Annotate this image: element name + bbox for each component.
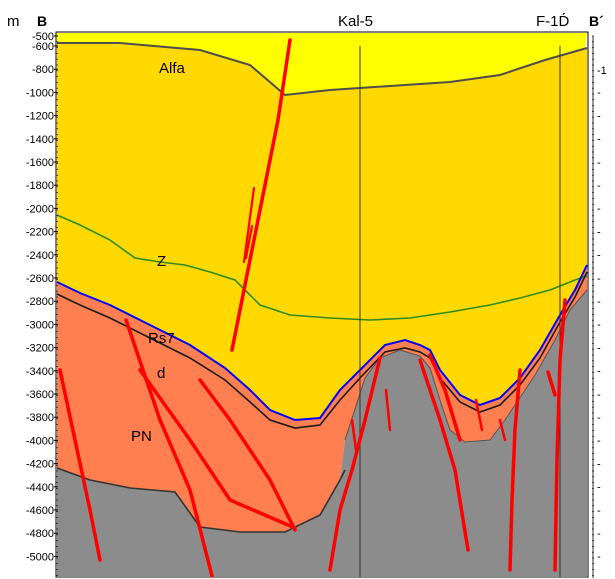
right-depth-tick-label: - — [597, 482, 601, 494]
fault-arrow-mid — [350, 388, 507, 452]
right-depth-tick-label: - — [597, 528, 601, 540]
section-start-label: B — [37, 13, 47, 29]
fault-left-2 — [58, 368, 102, 562]
depth-tick-label: -2000 — [26, 203, 54, 215]
depth-tick-label: -3200 — [26, 343, 54, 355]
depth-tick-label: -3000 — [26, 319, 54, 331]
depth-tick-label: -800 — [32, 64, 54, 76]
right-depth-tick-label: - — [597, 342, 601, 354]
depth-tick-label: -5000 — [26, 551, 54, 563]
fault-left-4 — [198, 378, 297, 532]
pn-horizon — [56, 467, 346, 533]
depth-tick-label: -1600 — [26, 157, 54, 169]
right-depth-tick-label: - — [597, 319, 601, 331]
depth-tick-label: -3400 — [26, 366, 54, 378]
fault-left-1 — [124, 318, 214, 578]
right-depth-tick-label: - — [597, 157, 601, 169]
depth-tick-label: -2200 — [26, 227, 54, 239]
depth-tick-label: -2600 — [26, 273, 54, 285]
depth-tick-label: -3600 — [26, 389, 54, 401]
fault-arrow-shallow — [242, 186, 256, 264]
alfa-horizon — [57, 42, 588, 97]
unit-rs7-pn — [57, 265, 587, 532]
depth-tick-label: -4400 — [26, 482, 54, 494]
right-depth-tick-label: - — [597, 458, 601, 470]
depth-tick-label: -4600 — [26, 505, 54, 517]
right-depth-tick-label: - — [597, 203, 601, 215]
well-label-f-1d: F-1D́ — [536, 13, 570, 30]
right-depth-tick-label: - — [597, 551, 601, 563]
depth-tick-label: -500 — [32, 31, 54, 43]
right-depth-tick-label: - — [597, 250, 601, 262]
horizon-label-pn: PN — [131, 428, 152, 445]
right-depth-tick-label: - — [597, 134, 601, 146]
right-depth-tick-label: - — [597, 505, 601, 517]
z-horizon — [56, 214, 588, 321]
right-depth-tick-label: - — [597, 226, 601, 238]
depth-tick-label: -600 — [32, 41, 54, 53]
depth-tick-label: -4800 — [26, 528, 54, 540]
right-depth-tick-label: - — [597, 435, 601, 447]
depth-axis-right: -1 - - - - - - - - - - - - - - - - - - - - - — [592, 35, 607, 578]
fault-left-3 — [138, 368, 297, 530]
right-depth-tick-label: - — [597, 87, 601, 99]
right-depth-tick-label: - — [597, 296, 601, 308]
right-depth-tick-label: - — [597, 389, 601, 401]
depth-tick-label: -4200 — [26, 459, 54, 471]
depth-tick-label: -1400 — [26, 134, 54, 146]
fault-right-3 — [546, 370, 557, 397]
horizon-label-rs7: Rs7 — [148, 330, 175, 347]
right-depth-tick-label: -1 — [597, 65, 607, 77]
depth-tick-label: -4000 — [26, 435, 54, 447]
fault-mid-2 — [418, 358, 470, 552]
fault-mid-1 — [328, 356, 382, 572]
fault-right-1 — [508, 368, 522, 572]
basement-unit — [57, 290, 587, 577]
unit-alfa-rs7 — [57, 43, 587, 420]
unit-label: m — [7, 13, 20, 30]
section-end-label: B´ — [589, 13, 604, 29]
depth-tick-label: -2800 — [26, 296, 54, 308]
depth-axis-left: -500-600 -800 -1000 -1200 -1400 -1600 -1800 -20… — [26, 31, 58, 576]
right-depth-tick-label: - — [597, 180, 601, 192]
depth-tick-label: -1800 — [26, 180, 54, 192]
depth-tick-label: -2400 — [26, 250, 54, 262]
fault-main-shallow — [230, 38, 292, 352]
right-depth-tick-label: - — [597, 366, 601, 378]
horizon-label-d: d — [157, 365, 165, 382]
fault-mid-3 — [428, 353, 462, 442]
faults — [58, 38, 567, 578]
right-depth-tick-label: - — [597, 273, 601, 285]
horizon-label-z: Z — [157, 253, 166, 270]
depth-tick-label: -3800 — [26, 412, 54, 424]
horizon-label-alfa: Alfa — [159, 60, 186, 77]
depth-tick-label: -1000 — [26, 87, 54, 99]
fault-right-2 — [553, 298, 567, 572]
depth-tick-label: -1200 — [26, 111, 54, 123]
right-depth-tick-label: - — [597, 412, 601, 424]
right-depth-tick-label: - — [597, 110, 601, 122]
well-label-kal-5: Kal-5 — [338, 13, 373, 30]
